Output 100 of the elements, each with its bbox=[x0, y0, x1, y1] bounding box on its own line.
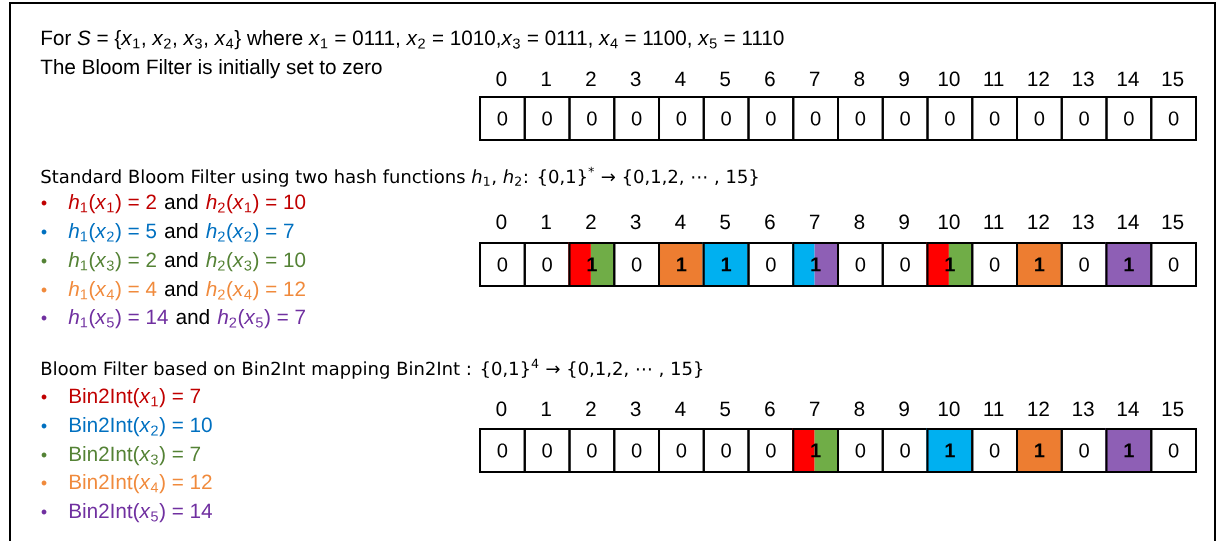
array-cell: 0 bbox=[1105, 96, 1153, 141]
hash-formula: h$_{2}$(x$_{4}$) = 12 bbox=[206, 281, 305, 301]
array-cell: 0 bbox=[837, 428, 884, 473]
array-cell: 1 bbox=[1105, 428, 1153, 473]
array-cell: 0 bbox=[1060, 96, 1108, 141]
connective-text: and bbox=[165, 252, 198, 268]
index-number: 4 bbox=[675, 401, 686, 416]
array-cell: 1 bbox=[1105, 242, 1153, 287]
index-number: 15 bbox=[1162, 401, 1184, 417]
index-number: 8 bbox=[854, 71, 865, 87]
array-cell: 1 bbox=[658, 242, 705, 287]
array-cell: 0 bbox=[523, 428, 571, 473]
index-number: 9 bbox=[899, 401, 909, 417]
index-number: 2 bbox=[586, 401, 596, 416]
array-cell: 0 bbox=[702, 96, 750, 141]
mapping-formula: Bin2Int(x$_{2}$) = 10 bbox=[69, 417, 212, 437]
array-cell: 1 bbox=[1016, 428, 1063, 473]
index-number: 2 bbox=[586, 71, 596, 86]
array-cell: 0 bbox=[971, 428, 1018, 473]
array-cell: 0 bbox=[1150, 96, 1197, 141]
index-number: 15 bbox=[1162, 71, 1184, 87]
index-number: 14 bbox=[1117, 71, 1139, 86]
array-cell: 1 bbox=[702, 242, 750, 287]
mapping-formula: Bin2Int(x$_{4}$) = 12 bbox=[69, 474, 212, 494]
index-number: 0 bbox=[496, 401, 507, 417]
index-number: 4 bbox=[675, 214, 686, 229]
index-number: 5 bbox=[720, 71, 730, 87]
index-number: 3 bbox=[630, 71, 641, 87]
intro-text: The Bloom Filter is initially set to zero bbox=[40, 59, 382, 79]
index-number: 8 bbox=[854, 401, 865, 417]
index-number: 5 bbox=[720, 401, 730, 417]
array-cell: 0 bbox=[1016, 96, 1063, 141]
array-cell: 0 bbox=[1150, 428, 1197, 473]
array-cell: 0 bbox=[658, 96, 705, 141]
array-cell: 1 bbox=[926, 428, 974, 473]
hash-formula: h$_{1}$(x$_{5}$) = 14 bbox=[68, 309, 168, 329]
mapping-formula: Bin2Int(x$_{5}$) = 14 bbox=[69, 503, 212, 523]
hash-formula: h$_{1}$(x$_{1}$) = 2 bbox=[68, 194, 156, 214]
index-number: 11 bbox=[984, 71, 1004, 86]
array-cell: 0 bbox=[479, 428, 526, 473]
index-number: 12 bbox=[1028, 71, 1049, 86]
index-number: 3 bbox=[630, 401, 641, 417]
array-cell: 1 bbox=[1016, 242, 1063, 287]
hash-formula: h$_{2}$(x$_{5}$) = 7 bbox=[217, 309, 305, 329]
array-cell: 0 bbox=[837, 96, 884, 141]
index-number: 13 bbox=[1073, 71, 1094, 87]
index-number: 10 bbox=[938, 71, 960, 87]
index-number: 3 bbox=[630, 214, 641, 230]
array-cell: 0 bbox=[658, 428, 705, 473]
index-number: 14 bbox=[1117, 401, 1139, 416]
array-cell: 0 bbox=[613, 96, 660, 141]
array-cell: 0 bbox=[1060, 428, 1108, 473]
index-number: 12 bbox=[1028, 214, 1049, 229]
array-cell: 0 bbox=[747, 96, 795, 141]
array-cell: 0 bbox=[881, 428, 929, 473]
section-heading: Bloom Filter based on Bin2Int mapping Bin2Int : {0,1}$^{4}$ → {0,1,2, ⋯ , 15} bbox=[42, 358, 703, 379]
array-cell: 0 bbox=[568, 96, 616, 141]
index-number: 6 bbox=[765, 71, 775, 87]
index-number: 1 bbox=[541, 401, 551, 416]
array-cell: 0 bbox=[971, 242, 1018, 287]
array-cell: 0 bbox=[747, 428, 795, 473]
hash-formula: h$_{2}$(x$_{1}$) = 10 bbox=[206, 194, 306, 214]
hash-formula: h$_{1}$(x$_{4}$) = 4 bbox=[68, 281, 157, 301]
array-cell: 0 bbox=[926, 96, 974, 141]
array-cell: 0 bbox=[613, 242, 660, 287]
index-number: 0 bbox=[496, 71, 507, 87]
index-number: 5 bbox=[720, 214, 730, 230]
mapping-formula: Bin2Int(x$_{1}$) = 7 bbox=[69, 388, 201, 408]
index-number: 10 bbox=[938, 214, 960, 230]
index-number: 15 bbox=[1162, 214, 1184, 230]
array-cell: 0 bbox=[881, 242, 929, 287]
array-cell: 0 bbox=[1060, 242, 1108, 287]
index-number: 12 bbox=[1028, 401, 1049, 416]
index-number: 4 bbox=[675, 71, 686, 86]
index-number: 7 bbox=[809, 214, 820, 229]
index-number: 9 bbox=[899, 214, 909, 230]
array-cell: 0 bbox=[702, 428, 750, 473]
index-number: 1 bbox=[541, 214, 551, 229]
array-cell: 0 bbox=[747, 242, 795, 287]
index-number: 0 bbox=[496, 214, 507, 230]
index-number: 9 bbox=[899, 71, 909, 87]
array-cell: 0 bbox=[881, 96, 929, 141]
array-cell: 0 bbox=[479, 96, 526, 141]
index-number: 13 bbox=[1073, 401, 1094, 417]
intro-text: For S = {x$_{1}$, x$_{2}$, x$_{3}$, x$_{4}$} where x$_{1}$ = 0111, x$_{2}$ = 1010,x$_{3}$ = 0111, x$_{4}$ = 1100, x$_{5}$ = 1110 bbox=[42, 30, 784, 50]
index-number: 10 bbox=[938, 401, 960, 417]
array-cell: 0 bbox=[479, 242, 526, 287]
hash-formula: h$_{2}$(x$_{2}$) = 7 bbox=[206, 223, 294, 243]
array-cell: 0 bbox=[837, 242, 884, 287]
hash-formula: h$_{2}$(x$_{3}$) = 10 bbox=[206, 252, 306, 272]
array-cell: 0 bbox=[971, 96, 1018, 141]
index-number: 13 bbox=[1073, 214, 1094, 230]
section-heading: Standard Bloom Filter using two hash functions h$_{1}$, h$_{2}$: {0,1}$^{*}$ → {0,1,2, ⋯ , 15} bbox=[41, 166, 758, 187]
array-cell: 0 bbox=[792, 96, 839, 141]
index-number: 8 bbox=[854, 214, 865, 230]
index-number: 11 bbox=[984, 401, 1004, 416]
connective-text: and bbox=[176, 309, 209, 325]
connective-text: and bbox=[165, 281, 198, 297]
connective-text: and bbox=[165, 194, 198, 210]
index-number: 1 bbox=[541, 71, 551, 86]
